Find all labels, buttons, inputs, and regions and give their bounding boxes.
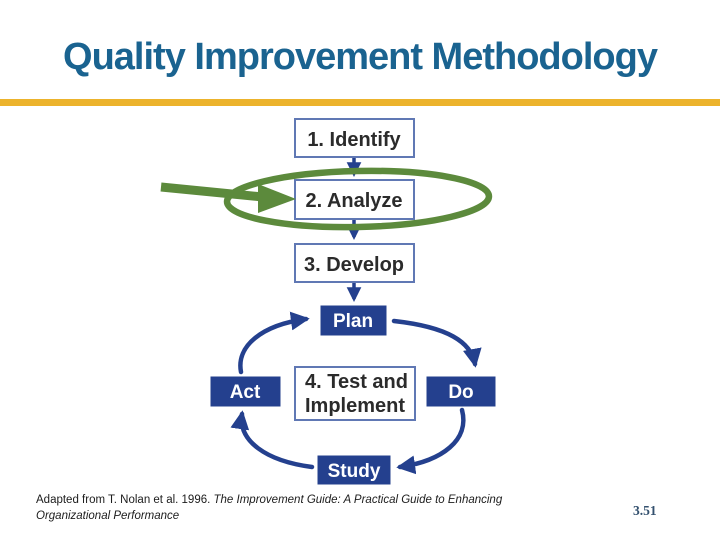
arc-act-to-plan (238, 311, 310, 375)
green-highlight-arrow-shaft (160, 182, 264, 202)
green-highlight-ellipse (223, 167, 493, 231)
cycle-box-act: Act (210, 376, 281, 407)
cycle-box-do-rect (426, 376, 496, 407)
methodology-diagram: 1. Identify 2. Analyze 3. Develop Plan 4… (160, 118, 496, 485)
arc-do-to-study (396, 407, 466, 475)
arc-study-to-act (230, 410, 315, 470)
green-highlight-arrow-head (258, 184, 296, 213)
page-number: 3.51 (633, 503, 657, 518)
cycle-box-do-label: Do (448, 382, 473, 403)
slide-title: Quality Improvement Methodology (63, 36, 658, 78)
center-box-test-implement-rect (294, 366, 416, 421)
footer-citation-title-line1: The Improvement Guide: A Practical Guide… (213, 494, 503, 506)
arc-plan-to-do (391, 318, 482, 368)
cycle-box-do: Do (426, 376, 496, 407)
step-box-identify-label: 1. Identify (307, 129, 401, 151)
cycle-box-act-label: Act (230, 382, 261, 403)
cycle-box-study-rect (317, 455, 391, 485)
cycle-box-plan-rect (320, 305, 387, 336)
cycle-box-plan-label: Plan (333, 311, 373, 332)
cycle-box-study: Study (317, 455, 391, 485)
step-box-develop: 3. Develop (294, 243, 415, 283)
footer-citation: Adapted from T. Nolan et al. 1996. The I… (36, 492, 621, 524)
cycle-box-study-label: Study (328, 461, 381, 482)
center-box-test-implement: 4. Test and Implement (294, 366, 416, 421)
step-box-analyze-label: 2. Analyze (305, 190, 402, 212)
center-box-line2: Implement (305, 395, 405, 417)
step-box-develop-label: 3. Develop (304, 254, 404, 276)
title-divider-bar (0, 99, 720, 106)
step-box-develop-rect (294, 243, 415, 283)
cycle-box-plan: Plan (320, 305, 387, 336)
footer-citation-title-line2: Organizational Performance (36, 510, 180, 522)
step-box-analyze: 2. Analyze (294, 179, 415, 220)
step-box-identify: 1. Identify (294, 118, 415, 158)
center-box-line1: 4. Test and (305, 371, 408, 393)
footer-attribution: Adapted from T. Nolan et al. 1996. (36, 494, 214, 506)
step-box-identify-rect (294, 118, 415, 158)
step-box-analyze-rect (294, 179, 415, 220)
cycle-box-act-rect (210, 376, 281, 407)
